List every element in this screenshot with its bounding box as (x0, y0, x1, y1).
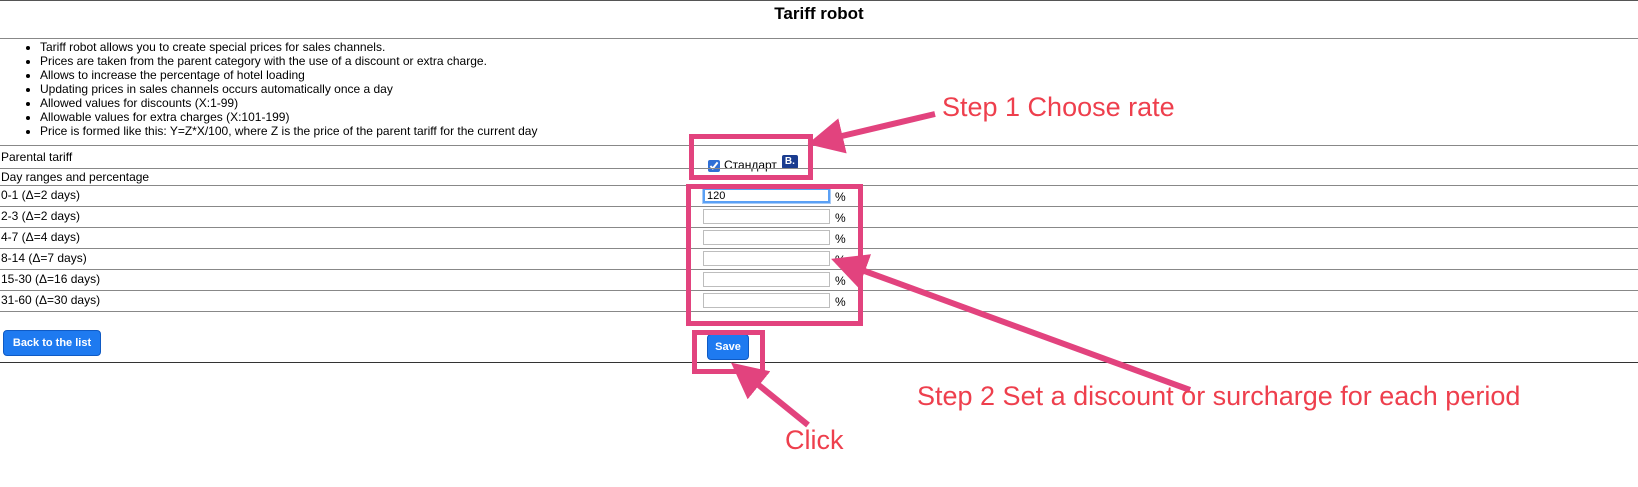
range-label: 31-60 (Δ=30 days) (1, 293, 101, 307)
info-item: Tariff robot allows you to create specia… (40, 40, 537, 54)
range-0-percent-input[interactable] (702, 187, 831, 204)
form-bottom-border (0, 362, 1638, 363)
percent-sign: % (835, 295, 846, 309)
row-divider (0, 227, 1638, 228)
annotation-box-save (692, 330, 765, 374)
range-label: 15-30 (Δ=16 days) (1, 272, 101, 286)
range-label: 0-1 (Δ=2 days) (1, 188, 81, 202)
row-divider (0, 290, 1638, 291)
range-4-percent-input[interactable] (703, 272, 830, 287)
back-to-list-button[interactable]: Back to the list (3, 330, 101, 356)
range-5-percent-input[interactable] (703, 293, 830, 308)
info-item: Allows to increase the percentage of hot… (40, 68, 537, 82)
annotation-click: Click (785, 425, 844, 455)
arrow-step2 (831, 254, 1192, 393)
info-item: Allowed values for discounts (X:1-99) (40, 96, 537, 110)
range-label: 4-7 (Δ=4 days) (1, 230, 81, 244)
range-1-percent-input[interactable] (703, 209, 830, 224)
row-divider (0, 248, 1638, 249)
row-divider (0, 311, 1638, 312)
info-item: Allowable values for extra charges (X:10… (40, 110, 537, 124)
percent-sign: % (835, 232, 846, 246)
annotation-step2: Step 2 Set a discount or surcharge for e… (917, 381, 1521, 411)
info-list: Tariff robot allows you to create specia… (0, 40, 537, 138)
row-divider (0, 168, 1638, 169)
row-divider (0, 206, 1638, 207)
info-item: Price is formed like this: Y=Z*X/100, wh… (40, 124, 537, 138)
row-divider (0, 269, 1638, 270)
page-title: Tariff robot (774, 4, 864, 23)
range-3-percent-input[interactable] (703, 251, 830, 266)
day-ranges-label: Day ranges and percentage (1, 170, 150, 184)
percent-sign: % (835, 190, 846, 204)
arrow-click (731, 362, 810, 428)
range-label: 2-3 (Δ=2 days) (1, 209, 81, 223)
info-item: Updating prices in sales channels occurs… (40, 82, 537, 96)
save-button[interactable]: Save (707, 334, 749, 360)
arrow-step1 (807, 111, 936, 154)
range-label: 8-14 (Δ=7 days) (1, 251, 87, 265)
range-2-percent-input[interactable] (703, 230, 830, 245)
percent-sign: % (835, 211, 846, 225)
top-border (0, 0, 1638, 1)
annotation-step1: Step 1 Choose rate (942, 92, 1175, 122)
booking-icon: B. (781, 154, 798, 169)
title-divider (0, 38, 1638, 39)
parental-tariff-label: Parental tariff (1, 150, 73, 164)
annotation-box-rate (689, 134, 813, 180)
info-item: Prices are taken from the parent categor… (40, 54, 537, 68)
